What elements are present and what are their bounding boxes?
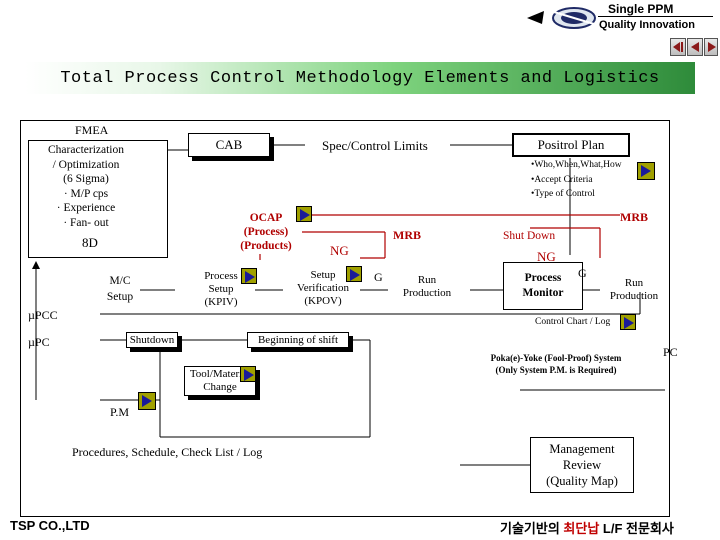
run-production-1-line-2: Production <box>402 287 452 299</box>
setup-verification-play-icon[interactable] <box>346 266 362 282</box>
back-icon <box>691 42 699 52</box>
process-monitor-line-2: Monitor <box>522 287 564 299</box>
positrol-plan-label: Positrol Plan <box>537 137 605 152</box>
back-button[interactable] <box>687 38 703 56</box>
footer-slogan-post: L/F 전문회사 <box>599 521 674 536</box>
positrol-play-icon[interactable] <box>637 162 655 180</box>
next-icon <box>708 42 716 52</box>
procedures-label: Procedures, Schedule, Check List / Log <box>72 445 263 459</box>
footer-slogan-highlight: 최단납 <box>563 521 600 536</box>
positrol-bullet-2: •Accept Criteria <box>531 174 593 185</box>
fmea-label: FMEA <box>75 123 109 137</box>
run-production-2-line-2: Production <box>609 290 659 302</box>
cab-label: CAB <box>215 137 243 152</box>
management-review-line-1: Management <box>549 442 615 456</box>
poka-yoke-line-2: (Only System P.M. is Required) <box>495 365 617 375</box>
upc-label: µPC <box>28 335 50 349</box>
title-band: Total Process Control Methodology Elemen… <box>25 62 695 94</box>
cab-box[interactable]: CAB <box>188 133 270 157</box>
footer-slogan-pre: 기술기반의 <box>500 521 564 536</box>
management-review-line-2: Review <box>562 458 602 472</box>
next-button[interactable] <box>704 38 718 56</box>
process-setup-line-2: Setup <box>208 282 234 295</box>
management-review-line-3: (Quality Map) <box>546 474 618 488</box>
ocap-line-1: OCAP <box>249 212 283 224</box>
ocap-line-3: (Products) <box>240 240 292 252</box>
char-line-1: Characterization <box>48 144 124 156</box>
char-line-5: · Experience <box>56 202 116 214</box>
tool-change-line-2: Change <box>203 381 237 393</box>
run-production-1-line-1: Run <box>417 274 437 286</box>
eight-d-label: 8D <box>82 235 98 250</box>
shutdown-box[interactable]: Shutdown <box>126 332 178 348</box>
char-line-4: · M/P cps <box>63 187 109 200</box>
pm-play-icon[interactable] <box>138 392 156 410</box>
tool-change-play-icon[interactable] <box>240 366 256 382</box>
process-setup-box[interactable]: Process Setup (KPIV) <box>186 268 256 310</box>
management-review-box[interactable]: Management Review (Quality Map) <box>530 437 634 493</box>
positrol-plan-box[interactable]: Positrol Plan <box>512 133 630 157</box>
pm-label: P.M <box>110 405 130 419</box>
beginning-of-shift-label: Beginning of shift <box>257 334 339 346</box>
tool-change-line-1: Tool/Material <box>189 368 251 380</box>
characterization-block: Characterization / Optimization (6 Sigma… <box>30 143 142 230</box>
footer-slogan: 기술기반의 최단납 L/F 전문회사 <box>500 518 674 537</box>
logo-icon <box>527 7 596 29</box>
run-production-2-box[interactable]: Run Production <box>600 273 668 307</box>
page-title: Total Process Control Methodology Elemen… <box>60 68 660 88</box>
left-panel <box>28 140 168 258</box>
process-setup-line-1: Process <box>204 269 238 282</box>
char-line-3: (6 Sigma) <box>63 173 109 185</box>
g-label-1: G <box>374 270 383 284</box>
setup-verification-line-2: Verification <box>297 281 349 294</box>
run-production-1-box[interactable]: Run Production <box>392 270 462 304</box>
spec-control-limits: Spec/Control Limits <box>322 138 428 153</box>
shutdown-label: Shutdown <box>129 334 175 346</box>
mc-setup-box[interactable]: M/C Setup <box>84 265 156 313</box>
mc-setup-line-1: M/C <box>109 275 131 287</box>
process-monitor-box[interactable]: Process Monitor <box>503 262 583 310</box>
first-page-button[interactable] <box>670 38 686 56</box>
ocap-box[interactable]: OCAP (Process) (Products) <box>230 210 302 254</box>
control-chart-play-icon[interactable] <box>620 314 636 330</box>
g-label-2: G <box>578 266 587 280</box>
ng-label-1: NG <box>330 243 349 258</box>
mrb-label-1: MRB <box>393 228 421 242</box>
first-page-icon <box>673 42 683 52</box>
setup-verification-box[interactable]: Setup Verification (KPOV) <box>284 266 362 310</box>
diagram-frame <box>20 120 670 517</box>
header-tagline: Quality Innovation <box>599 19 695 31</box>
setup-verification-line-1: Setup <box>310 268 336 281</box>
process-monitor-line-1: Process <box>524 272 562 284</box>
ocap-line-2: (Process) <box>243 226 289 238</box>
mc-setup-line-2: Setup <box>106 291 134 303</box>
pc-label: PC <box>663 345 678 359</box>
run-production-2-line-1: Run <box>624 277 644 289</box>
process-setup-line-3: (KPIV) <box>204 295 238 308</box>
beginning-of-shift-box[interactable]: Beginning of shift <box>247 332 349 348</box>
char-line-6: · Fan- out <box>63 216 109 229</box>
shut-down-label: Shut Down <box>503 230 556 242</box>
positrol-bullet-1: •Who,When,What,How <box>531 160 622 170</box>
header-rule <box>598 16 713 17</box>
control-chart-label: Control Chart / Log <box>535 317 611 327</box>
upcc-label: µPCC <box>28 308 58 322</box>
poka-yoke-text: Poka(e)-Yoke (Fool-Proof) System (Only S… <box>482 352 630 376</box>
positrol-bullets: •Who,When,What,How •Accept Criteria •Typ… <box>531 158 622 202</box>
positrol-bullet-3: •Type of Control <box>531 189 595 199</box>
char-line-2: / Optimization <box>52 158 120 171</box>
header-product: Single PPM <box>608 2 674 16</box>
footer-company: TSP CO.,LTD <box>10 518 90 533</box>
poka-yoke-line-1: Poka(e)-Yoke (Fool-Proof) System <box>490 353 622 363</box>
mrb-label-2: MRB <box>620 210 648 224</box>
process-setup-play-icon[interactable] <box>241 268 257 284</box>
ng-label-2: NG <box>537 249 556 264</box>
setup-verification-line-3: (KPOV) <box>304 294 342 307</box>
ocap-play-icon[interactable] <box>296 206 312 222</box>
